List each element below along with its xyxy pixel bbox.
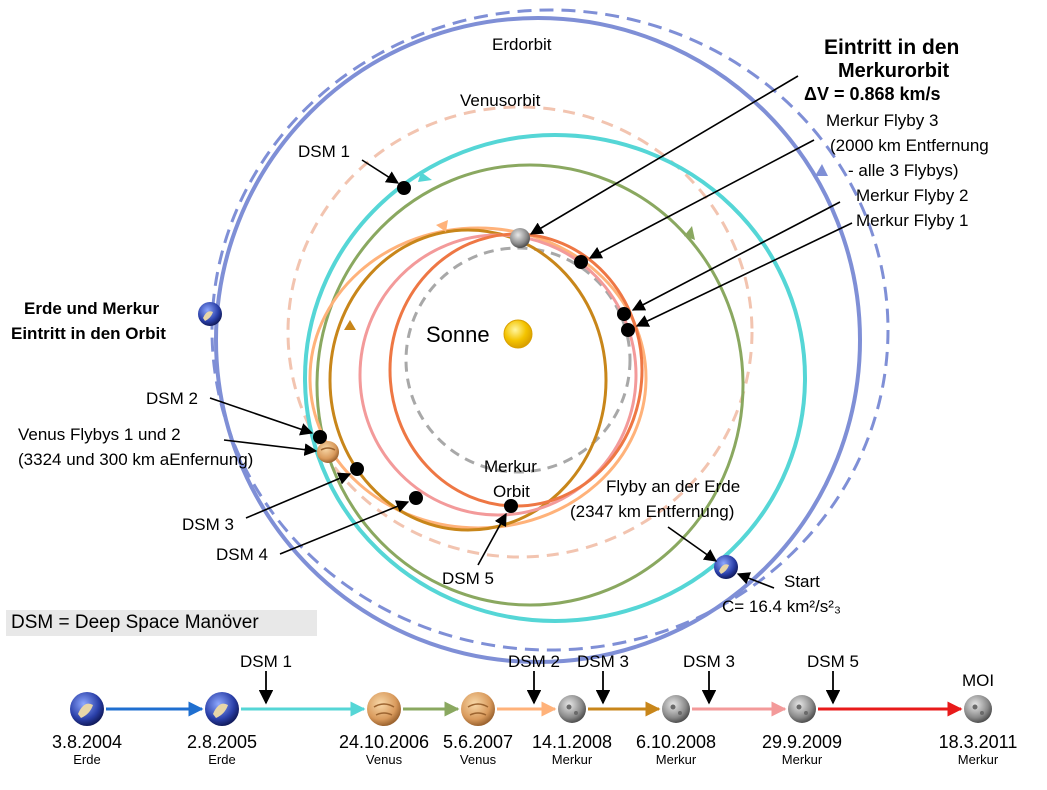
mercury-icon xyxy=(662,695,690,723)
moi-label-3: ΔV = 0.868 km/s xyxy=(804,84,941,104)
flyby3-label-3: - alle 3 Flybys) xyxy=(848,161,959,180)
flyby2-dot xyxy=(617,307,631,321)
earth-orbit xyxy=(210,8,890,652)
venus-icon xyxy=(367,692,401,726)
dsm4-dot xyxy=(409,491,423,505)
erdorbit-label: Erdorbit xyxy=(492,35,552,54)
mercury-icon xyxy=(558,695,586,723)
timeline-date: 29.9.2009 xyxy=(762,732,842,752)
dsm5-label: DSM 5 xyxy=(442,569,494,588)
dsm1-arrow xyxy=(361,159,400,184)
direction-arrow xyxy=(436,220,448,232)
dsm4-label: DSM 4 xyxy=(216,545,268,564)
dsm-marker-label: DSM 3 xyxy=(683,652,735,671)
flyby2-arrow xyxy=(631,201,841,311)
timeline-date: 18.3.2011 xyxy=(939,732,1018,752)
timeline-body: Erde xyxy=(208,752,235,767)
dsm1-dot xyxy=(397,181,411,195)
timeline-body: Merkur xyxy=(958,752,999,767)
dsm3-label: DSM 3 xyxy=(182,515,234,534)
direction-arrow xyxy=(815,164,828,176)
flyby1-label: Merkur Flyby 1 xyxy=(856,211,968,230)
flyby1-arrow xyxy=(635,222,853,327)
mercury-orbit-label-1: Merkur xyxy=(484,457,537,476)
earth-icon xyxy=(205,692,239,726)
moi-arrow xyxy=(529,75,799,235)
venus-flybys-arrow xyxy=(223,439,318,456)
direction-arrow xyxy=(344,320,356,330)
timeline-body: Merkur xyxy=(782,752,823,767)
mercury-orbit xyxy=(404,246,632,474)
legend-text: DSM = Deep Space Manöver xyxy=(11,612,259,633)
trajectory-earth-venus xyxy=(303,133,807,623)
flyby3-arrow xyxy=(588,139,815,259)
dsm1-label: DSM 1 xyxy=(298,142,350,161)
earth-mercury-label-2: Eintritt in den Orbit xyxy=(11,324,166,343)
flyby1-dot xyxy=(621,323,635,337)
legend-box xyxy=(6,610,317,636)
dsm2-arrow xyxy=(209,397,314,436)
moi-marker-label: MOI xyxy=(962,671,994,690)
earth-icon xyxy=(70,692,104,726)
timeline-date: 5.6.2007 xyxy=(443,732,513,752)
direction-arrow xyxy=(684,226,695,240)
earth-icon xyxy=(714,555,738,579)
mercury-icon xyxy=(510,228,530,248)
timeline-date: 3.8.2004 xyxy=(52,732,122,752)
dsm4-arrow xyxy=(279,500,410,555)
dsm3-arrow xyxy=(245,472,352,519)
venus-flybys-label-1: Venus Flybys 1 und 2 xyxy=(18,425,181,444)
dsm-marker-label: DSM 3 xyxy=(577,652,629,671)
dsm5-dot xyxy=(504,499,518,513)
start-arrow xyxy=(736,572,775,589)
venus-orbit xyxy=(286,105,754,559)
dsm-marker-label: DSM 2 xyxy=(508,652,560,671)
sun-label: Sonne xyxy=(426,322,490,347)
timeline-date: 6.10.2008 xyxy=(636,732,716,752)
trajectory-mercury-1-2 xyxy=(328,228,608,532)
timeline-body: Venus xyxy=(460,752,497,767)
start-label: Start xyxy=(784,572,820,591)
sun-icon xyxy=(503,319,533,349)
timeline-date: 24.10.2006 xyxy=(339,732,429,752)
timeline-body: Venus xyxy=(366,752,403,767)
trajectory-earth-earth xyxy=(214,16,862,664)
direction-arrow xyxy=(418,172,432,182)
timeline-body: Merkur xyxy=(656,752,697,767)
dsm2-dot xyxy=(313,430,327,444)
mercury-orbit-label-2: Orbit xyxy=(493,482,530,501)
mercury-icon xyxy=(788,695,816,723)
timeline-date: 14.1.2008 xyxy=(532,732,612,752)
dsm-marker-label: DSM 5 xyxy=(807,652,859,671)
earth-flyby-label-1: Flyby an der Erde xyxy=(606,477,740,496)
timeline: 3.8.2004Erde2.8.2005Erde24.10.2006Venus5… xyxy=(52,652,1017,767)
venus-flybys-label-2: (3324 und 300 km aEnfernung) xyxy=(18,450,253,469)
dsm5-arrow xyxy=(477,512,507,566)
flyby3-label-1: Merkur Flyby 3 xyxy=(826,111,938,130)
c3-label: C= 16.4 km²/s²₃ xyxy=(722,597,841,616)
trajectory-venus-venus xyxy=(315,163,745,607)
venusorbit-label: Venusorbit xyxy=(460,91,541,110)
timeline-body: Erde xyxy=(73,752,100,767)
earth-flyby-arrow xyxy=(667,526,718,562)
earth-icon xyxy=(198,302,222,326)
dsm-marker-label: DSM 1 xyxy=(240,652,292,671)
moi-label-1: Eintritt in den xyxy=(824,36,959,59)
mercury-icon xyxy=(964,695,992,723)
venus-icon xyxy=(461,692,495,726)
venus-icon xyxy=(317,441,339,463)
flyby2-label: Merkur Flyby 2 xyxy=(856,186,968,205)
earth-flyby-label-2: (2347 km Entfernung) xyxy=(570,502,734,521)
flyby3-dot xyxy=(574,255,588,269)
trajectory-venus-mercury xyxy=(308,226,648,530)
timeline-date: 2.8.2005 xyxy=(187,732,257,752)
earth-mercury-label-1: Erde und Merkur xyxy=(24,299,159,318)
dsm2-label: DSM 2 xyxy=(146,389,198,408)
timeline-body: Merkur xyxy=(552,752,593,767)
dsm3-dot xyxy=(350,462,364,476)
moi-label-2: Merkurorbit xyxy=(838,60,949,82)
flyby3-label-2: (2000 km Entfernung xyxy=(830,136,989,155)
